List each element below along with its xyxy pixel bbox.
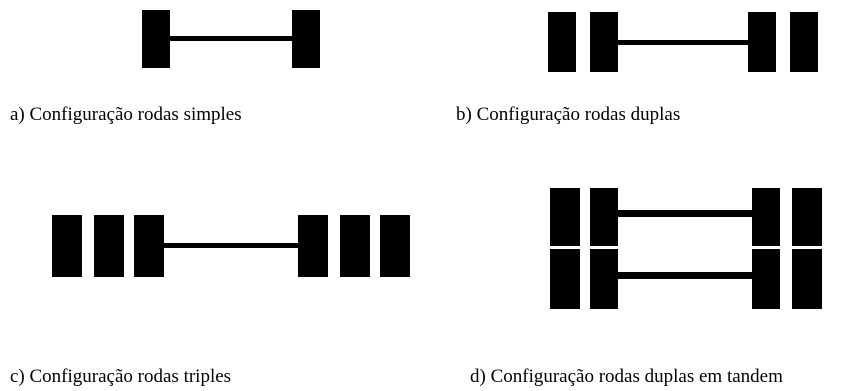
wheel-left (142, 10, 170, 68)
caption-d: d) Configuração rodas duplas em tandem (470, 366, 783, 387)
wheel-front-right-inner (752, 188, 780, 246)
axle (164, 243, 298, 248)
caption-c: c) Configuração rodas triples (10, 366, 232, 387)
wheel-right (292, 10, 320, 68)
axle (170, 36, 292, 41)
wheel-left-1 (52, 215, 82, 277)
axle-front (618, 210, 752, 217)
wheel-left-3 (134, 215, 164, 277)
caption-b: b) Configuração rodas duplas (456, 104, 681, 125)
wheel-rear-left-inner (590, 249, 618, 309)
wheel-left-outer (548, 12, 576, 72)
wheel-rear-right-inner (752, 249, 780, 309)
axle (618, 40, 748, 45)
wheel-left-2 (94, 215, 124, 277)
wheel-right-inner (748, 12, 776, 72)
wheel-front-right-outer (792, 188, 822, 246)
caption-a: a) Configuração rodas simples (10, 104, 242, 125)
wheel-left-inner (590, 12, 618, 72)
axle-rear (618, 272, 752, 279)
wheel-front-left-inner (590, 188, 618, 246)
wheel-front-left-outer (550, 188, 580, 246)
wheel-right-2 (340, 215, 370, 277)
wheel-right-3 (380, 215, 410, 277)
wheel-right-outer (790, 12, 818, 72)
wheel-rear-left-outer (550, 249, 580, 309)
wheel-rear-right-outer (792, 249, 822, 309)
wheel-right-1 (298, 215, 328, 277)
